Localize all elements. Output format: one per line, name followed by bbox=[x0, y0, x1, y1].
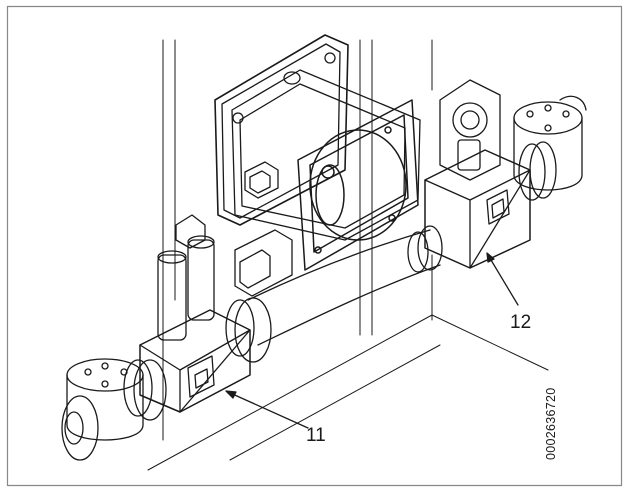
front-flange bbox=[297, 99, 419, 271]
document-number: 0002636720 bbox=[544, 387, 558, 460]
leader-arrow-11 bbox=[225, 390, 237, 399]
leader-arrow-12 bbox=[486, 252, 495, 263]
valve-12 bbox=[424, 79, 587, 269]
callout-label-12: 12 bbox=[510, 312, 532, 333]
connecting-pipe bbox=[247, 225, 443, 346]
callout-label-11: 11 bbox=[306, 425, 326, 446]
valve-11 bbox=[61, 214, 293, 461]
figure-border bbox=[6, 5, 623, 487]
leader-line-12 bbox=[487, 254, 519, 306]
leader-line-11 bbox=[227, 391, 309, 429]
